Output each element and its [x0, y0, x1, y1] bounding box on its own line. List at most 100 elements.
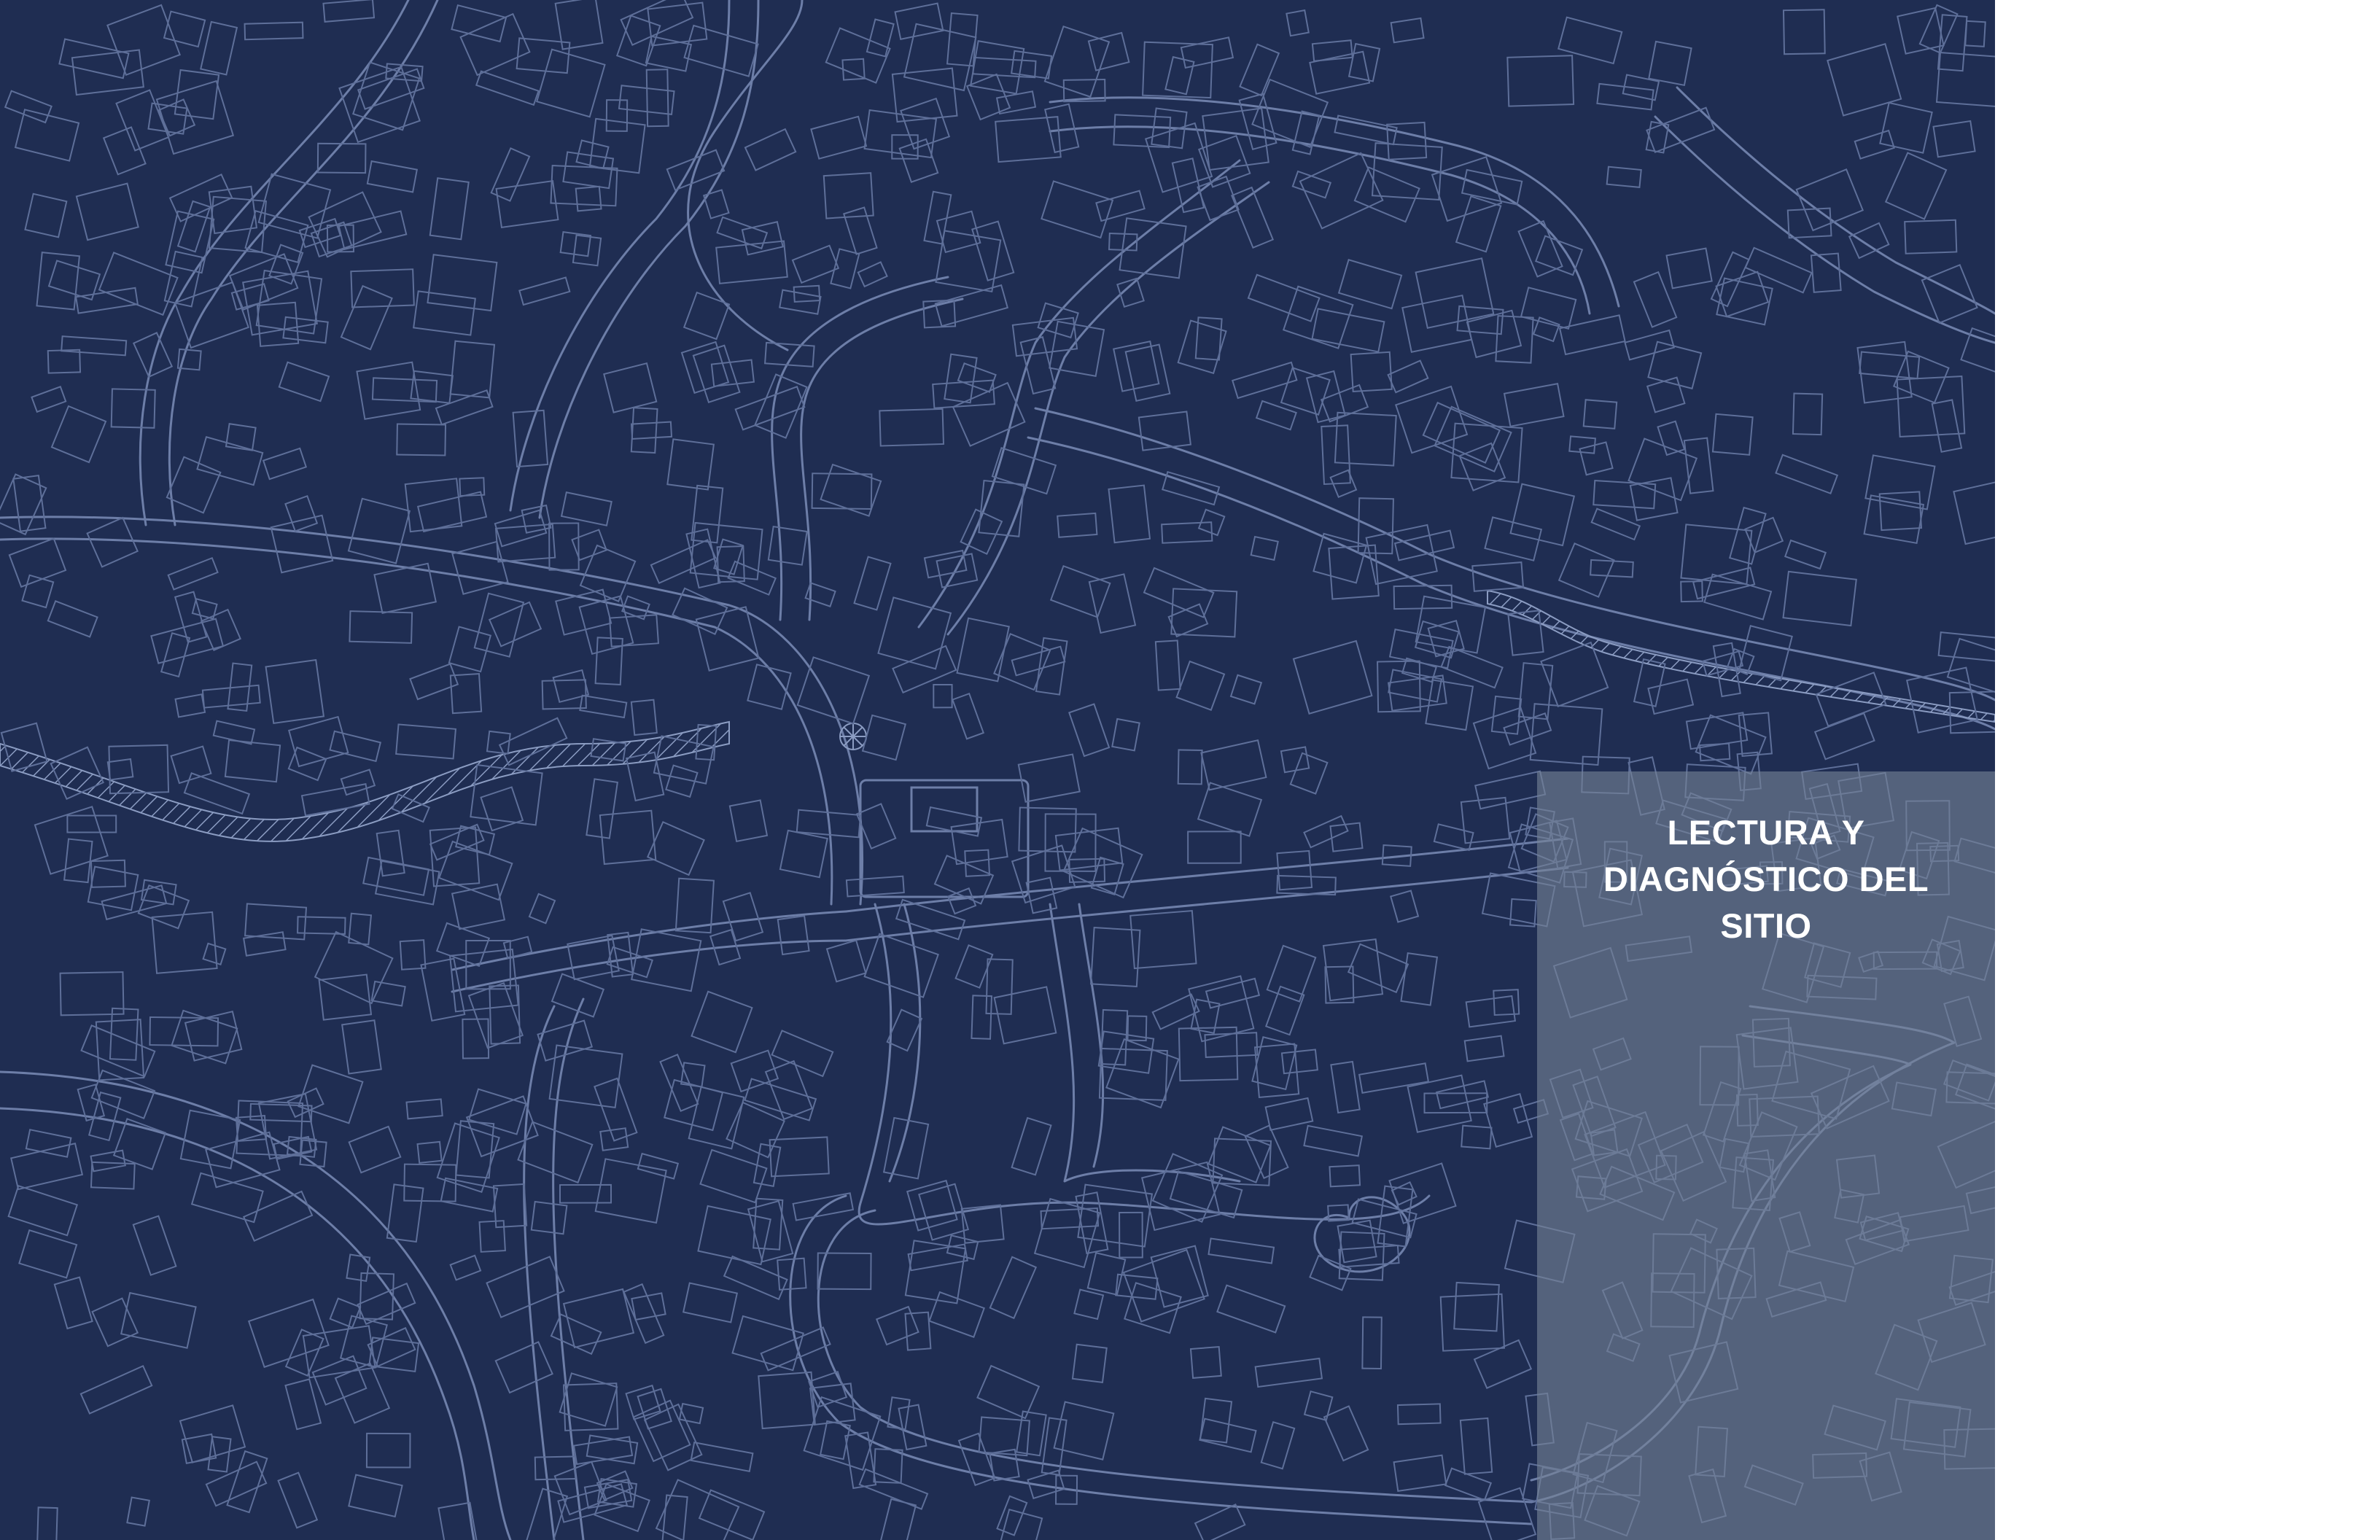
building-parcel: [744, 128, 797, 171]
building-parcel: [863, 933, 939, 998]
building-parcel: [1018, 806, 1077, 853]
building-parcel: [1216, 1284, 1286, 1334]
building-parcel: [647, 1, 708, 47]
building-parcel: [1202, 107, 1269, 171]
building-parcel: [1579, 441, 1614, 476]
building-parcel: [957, 1432, 996, 1487]
building-parcel: [1506, 55, 1575, 107]
building-parcel: [1138, 411, 1192, 451]
building-parcel: [1320, 384, 1369, 423]
building-parcel: [830, 248, 860, 289]
building-parcel: [811, 472, 873, 510]
building-parcel: [298, 1064, 364, 1124]
building-parcel: [1151, 1153, 1224, 1224]
building-parcel: [1280, 1049, 1318, 1075]
building-parcel: [1401, 294, 1473, 354]
building-parcel: [680, 1062, 706, 1088]
building-parcel: [1692, 567, 1756, 600]
building-parcel: [650, 539, 717, 584]
building-parcel: [163, 10, 206, 48]
building-parcel: [698, 1489, 766, 1540]
building-parcel: [1415, 595, 1487, 654]
building-parcel: [1154, 639, 1181, 691]
building-parcel: [588, 117, 646, 174]
building-parcel: [385, 63, 424, 82]
building-parcel: [207, 1436, 232, 1473]
building-parcel: [1111, 718, 1140, 752]
building-parcel: [1197, 175, 1240, 222]
building-parcel: [995, 116, 1062, 163]
building-parcel: [249, 1102, 313, 1123]
building-parcel: [459, 477, 486, 497]
building-parcel: [525, 1488, 569, 1540]
building-parcel: [376, 829, 405, 877]
building-parcel: [563, 1382, 619, 1431]
building-parcel: [777, 915, 810, 956]
building-parcel: [1472, 707, 1537, 770]
building-parcel: [933, 683, 953, 709]
building-parcel: [371, 377, 438, 403]
building-parcel: [370, 980, 406, 1007]
building-parcel: [416, 491, 488, 533]
building-parcel: [1444, 1467, 1493, 1501]
building-parcel: [1633, 271, 1678, 328]
building-parcel: [1473, 1339, 1533, 1389]
building-parcel: [1276, 874, 1337, 896]
building-parcel: [488, 601, 542, 648]
building-parcel: [1937, 14, 1968, 72]
building-parcel: [660, 1494, 688, 1540]
building-parcel: [1311, 39, 1353, 62]
building-parcel: [88, 1091, 122, 1142]
building-parcel: [286, 1135, 317, 1158]
building-parcel: [1309, 50, 1371, 95]
building-parcel: [106, 758, 134, 781]
building-parcel: [726, 1101, 785, 1159]
building-parcel: [262, 447, 308, 481]
building-parcel: [1703, 573, 1773, 621]
building-parcel: [79, 1365, 153, 1415]
building-parcel: [1194, 1503, 1246, 1540]
building-parcel: [1291, 170, 1332, 199]
building-parcel: [451, 883, 506, 930]
building-parcel: [555, 588, 612, 636]
building-parcel: [101, 884, 168, 921]
building-parcel: [1390, 17, 1425, 44]
building-parcel: [1474, 770, 1547, 810]
building-parcel: [297, 916, 346, 935]
building-parcel: [311, 1355, 368, 1406]
building-parcel: [1466, 309, 1522, 359]
building-parcel: [777, 1257, 807, 1291]
building-parcel: [946, 12, 979, 67]
building-parcel: [887, 1396, 911, 1431]
building-parcel: [1393, 1454, 1447, 1492]
building-parcel: [1292, 639, 1373, 715]
building-parcel: [1090, 856, 1124, 895]
building-parcel: [560, 491, 612, 526]
building-parcel: [1495, 315, 1534, 364]
building-parcel: [1334, 411, 1397, 467]
building-parcel: [1629, 477, 1679, 521]
building-parcel: [1197, 134, 1251, 188]
building-parcel: [405, 1098, 443, 1120]
building-parcel: [891, 67, 958, 123]
building-parcel: [243, 931, 287, 957]
building-parcel: [357, 1282, 416, 1326]
building-parcel: [1520, 287, 1577, 330]
building-parcel: [1353, 166, 1420, 223]
building-parcel: [1254, 1357, 1323, 1388]
building-parcel: [683, 24, 759, 77]
building-parcel: [284, 1378, 322, 1431]
building-parcel: [409, 663, 459, 701]
building-parcel: [572, 234, 602, 267]
building-parcel: [655, 1479, 740, 1540]
building-parcel: [1019, 336, 1057, 395]
building-parcel: [804, 582, 836, 607]
building-parcel: [176, 200, 211, 253]
building-parcel: [1044, 813, 1097, 872]
building-parcel: [575, 185, 602, 212]
building-parcel: [132, 1215, 177, 1276]
building-parcel: [334, 1362, 391, 1424]
building-parcel: [734, 386, 806, 431]
building-parcel: [310, 221, 353, 258]
building-parcel: [1177, 319, 1227, 375]
